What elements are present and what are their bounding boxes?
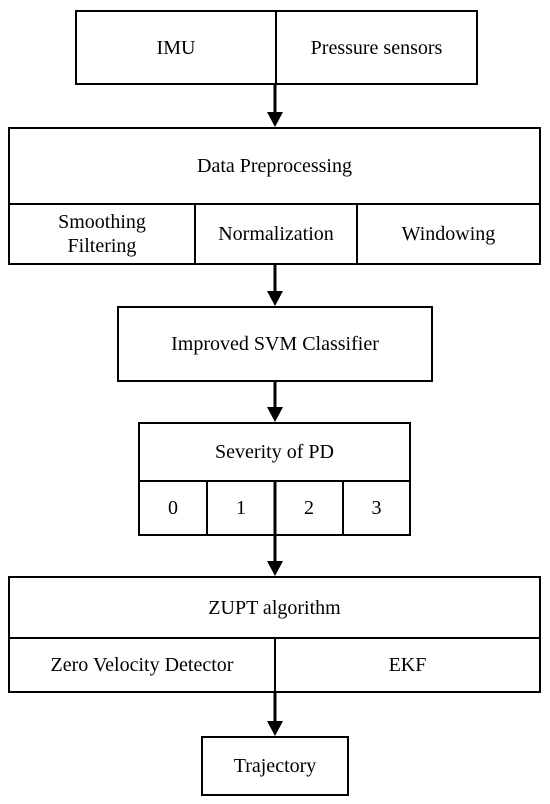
zupt-title: ZUPT algorithm (208, 596, 341, 619)
step-normalization: Normalization (218, 223, 334, 245)
ekf: EKF (388, 654, 427, 676)
input-divider (275, 12, 277, 83)
classifier-box: Improved SVM Classifier (117, 306, 433, 382)
preprocessing-box: Data Preprocessing Smoothing Filtering N… (8, 127, 541, 265)
classifier-title: Improved SVM Classifier (171, 333, 379, 355)
preprocessing-step-divider-1 (194, 205, 196, 263)
zupt-divider (10, 637, 539, 639)
severity-level-3: 3 (371, 497, 382, 519)
zero-velocity-detector: Zero Velocity Detector (50, 654, 234, 676)
preprocessing-divider (10, 203, 539, 205)
step-windowing: Windowing (401, 223, 496, 245)
step-smoothing-filtering: Smoothing Filtering (58, 211, 146, 257)
zupt-part-divider (274, 639, 276, 691)
severity-title: Severity of PD (215, 441, 334, 463)
preprocessing-step-divider-2 (356, 205, 358, 263)
arrowhead-severity (267, 407, 283, 422)
zupt-box: ZUPT algorithm Zero Velocity Detector EK… (8, 576, 541, 693)
imu-label: IMU (156, 36, 196, 59)
severity-level-2: 2 (304, 497, 314, 519)
preprocessing-title: Data Preprocessing (197, 155, 352, 177)
trajectory-title: Trajectory (233, 755, 317, 777)
arrowhead-zupt (267, 561, 283, 576)
severity-level-divider-3 (342, 482, 344, 534)
severity-level-divider-1 (206, 482, 208, 534)
input-box: IMU Pressure sensors (75, 10, 478, 85)
arrowhead-preprocessing (267, 112, 283, 127)
arrowhead-trajectory (267, 721, 283, 736)
severity-level-0: 0 (168, 497, 178, 519)
severity-level-1: 1 (236, 497, 246, 519)
trajectory-box: Trajectory (201, 736, 349, 796)
arrowhead-classifier (267, 291, 283, 306)
pressure-sensors-label: Pressure sensors (310, 36, 443, 59)
